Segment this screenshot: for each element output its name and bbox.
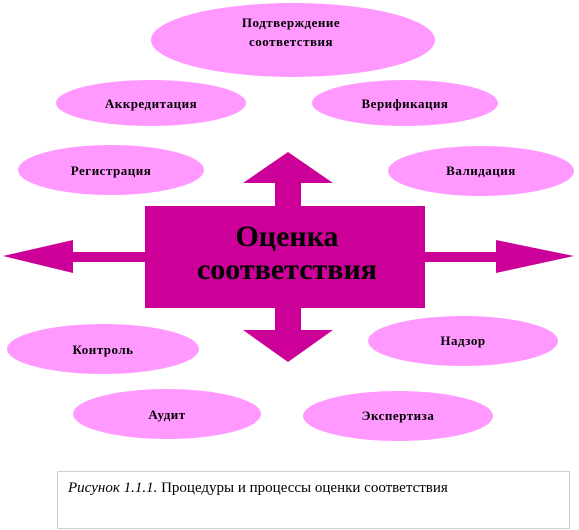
center-title-line1: Оценка [235, 220, 338, 253]
arrow-right [423, 240, 574, 273]
figure-caption-text: Процедуры и процессы оценки соответствия [157, 480, 448, 496]
ellipse-verification-label: Верификация [362, 96, 449, 111]
ellipse-audit-shape [73, 389, 261, 439]
ellipse-registration-label: Регистрация [71, 163, 152, 178]
ellipse-confirmation-shape [151, 3, 435, 77]
figure-caption-label: Рисунок 1.1.1. [68, 480, 158, 496]
ellipse-registration: Регистрация [18, 145, 204, 195]
ellipse-verification: Верификация [312, 80, 498, 126]
ellipse-supervision: Надзор [368, 316, 558, 366]
figure-caption: Рисунок 1.1.1. Процедуры и процессы оцен… [68, 480, 448, 497]
ellipse-expertise-shape [303, 391, 493, 441]
ellipse-audit: Аудит [73, 389, 261, 439]
arrow-up [243, 152, 333, 208]
center-box: Оценка соответствия [145, 206, 425, 308]
ellipse-control-shape [7, 324, 199, 374]
ellipse-supervision-shape [368, 316, 558, 366]
ellipse-registration-shape [18, 145, 204, 195]
ellipse-accreditation-label: Аккредитация [105, 96, 197, 111]
ellipse-confirmation-label-line1: Подтверждение [242, 15, 340, 30]
ellipse-confirmation: Подтверждение соответствия [151, 3, 435, 77]
ellipse-accreditation-shape [56, 80, 246, 126]
ellipse-validation: Валидация [388, 146, 574, 196]
arrow-down [243, 305, 333, 362]
ellipse-audit-label: Аудит [148, 407, 185, 422]
center-title-line2: соответствия [197, 253, 377, 286]
ellipse-validation-label: Валидация [446, 163, 516, 178]
ellipse-control: Контроль [7, 324, 199, 374]
figure-caption-box: Рисунок 1.1.1. Процедуры и процессы оцен… [57, 471, 570, 529]
ellipse-verification-shape [312, 80, 498, 126]
assessment-diagram: Подтверждение соответствия Аккредитация … [3, 3, 574, 441]
ellipse-control-label: Контроль [72, 342, 133, 357]
ellipse-accreditation: Аккредитация [56, 80, 246, 126]
ellipse-validation-shape [388, 146, 574, 196]
center-box-shape [145, 206, 425, 308]
ellipse-expertise-label: Экспертиза [362, 408, 435, 423]
ellipse-confirmation-label-line2: соответствия [249, 34, 333, 49]
arrow-left [3, 240, 145, 273]
ellipse-expertise: Экспертиза [303, 391, 493, 441]
ellipse-supervision-label: Надзор [440, 333, 485, 348]
